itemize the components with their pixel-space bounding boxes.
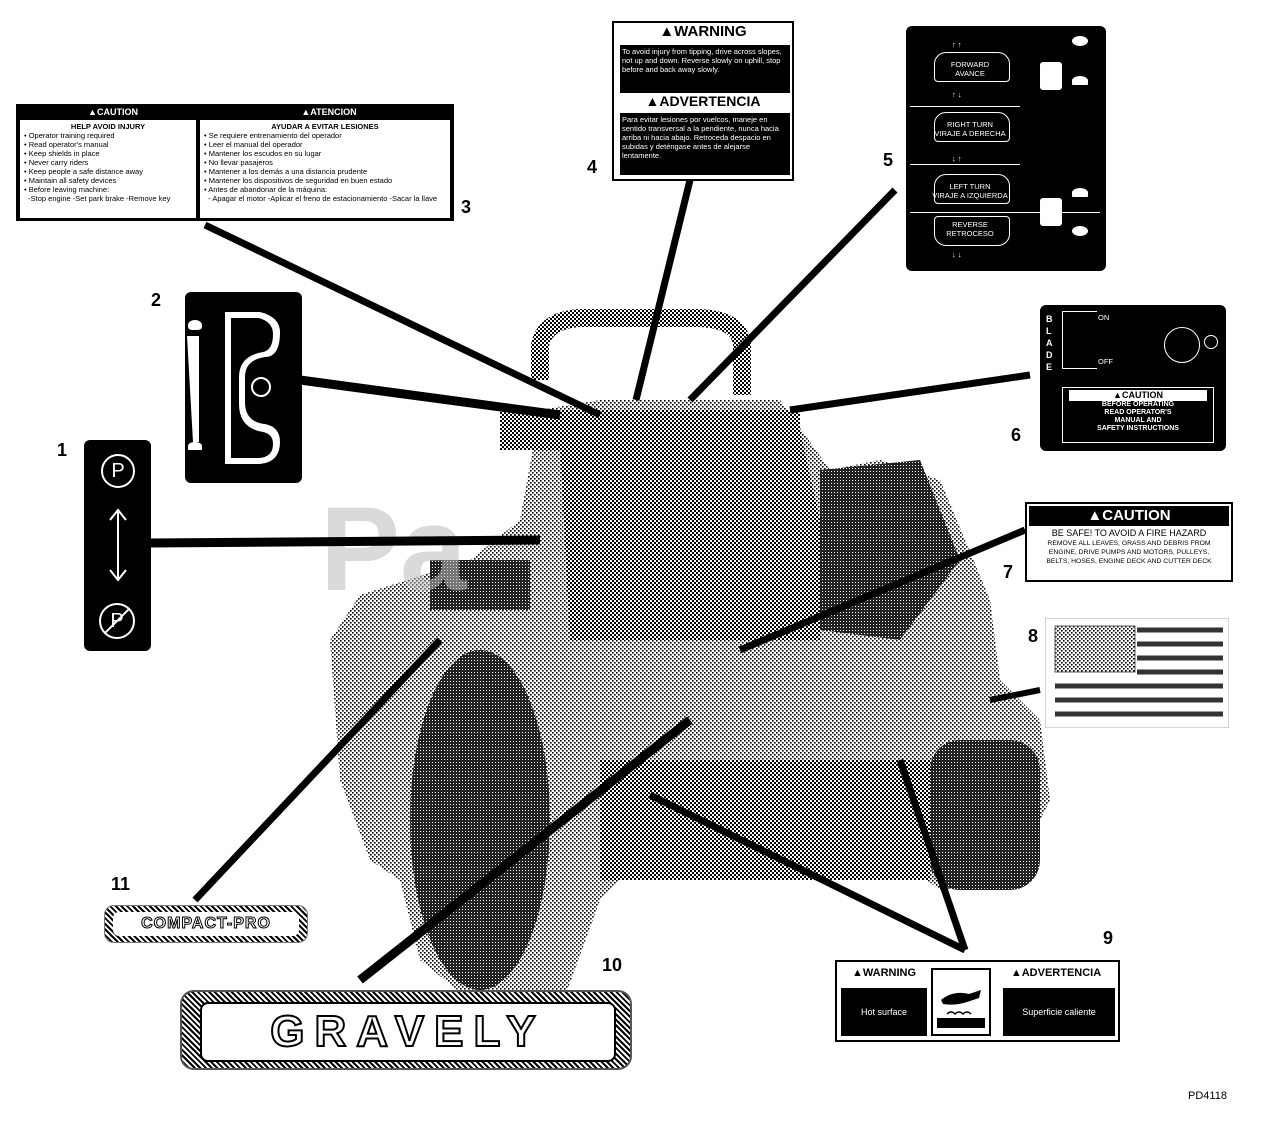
callout-2: 2 <box>151 290 162 310</box>
atencion-title: AYUDAR A EVITAR LESIONES <box>271 122 379 131</box>
decal-brand: GRAVELY <box>180 990 632 1070</box>
atencion-header: ▲ATENCION <box>301 107 357 117</box>
blade-caution-header: ▲CAUTION <box>1069 390 1207 401</box>
atencion-bullets: • Se requiere entrenamiento del operador… <box>204 131 438 203</box>
caution-bullets-left: • Operator training required • Read oper… <box>24 131 171 203</box>
hot-hand-icon <box>931 968 991 1036</box>
rabbit-icon <box>1072 226 1088 236</box>
callout-6: 6 <box>1011 425 1022 445</box>
lever-forward-icon <box>1040 62 1062 90</box>
hot-advertencia-header: ▲ADVERTENCIA <box>1010 967 1102 979</box>
hot-warning-header: ▲WARNING <box>851 967 917 979</box>
callout-1: 1 <box>57 440 68 460</box>
decal-throttle <box>185 292 302 483</box>
blade-on-label: ON <box>1098 313 1110 322</box>
decal-caution-atencion: ▲CAUTION ▲ATENCION HELP AVOID INJURY • O… <box>16 104 454 221</box>
caution-header-left: ▲CAUTION <box>88 107 138 117</box>
callout-10: 10 <box>602 955 623 975</box>
decal-us-flag <box>1045 618 1229 728</box>
fire-lines: REMOVE ALL LEAVES, GRASS AND DEBRIS FROM… <box>1046 540 1212 565</box>
advertencia-text: Para evitar lesiones por vuelcos, maneje… <box>620 113 790 175</box>
brand-text: GRAVELY <box>269 1006 546 1057</box>
advertencia-header: ▲ADVERTENCIA <box>645 93 761 109</box>
callout-3: 3 <box>461 197 472 217</box>
park-symbol: P <box>111 460 125 482</box>
ignition-key-icon <box>1164 327 1200 363</box>
turtle-icon <box>188 442 202 450</box>
turtle-icon <box>1072 188 1088 197</box>
callout-5: 5 <box>883 150 894 170</box>
model-text: COMPACT-PRO <box>141 915 271 933</box>
callout-11: 11 <box>111 874 131 894</box>
warning-text: To avoid injury from tipping, drive acro… <box>620 45 790 93</box>
warning-header: ▲WARNING <box>659 23 747 40</box>
rabbit-icon <box>1072 36 1088 46</box>
rabbit-icon <box>188 320 202 330</box>
decal-hot-surface: ▲WARNING Hot surface ▲ADVERTENCIA Superf… <box>835 960 1120 1042</box>
watermark-text: Pa <box>320 482 468 616</box>
lever-reverse-icon <box>1040 198 1062 226</box>
decal-model: COMPACT-PRO <box>104 905 308 943</box>
turtle-icon <box>1072 76 1088 85</box>
decal-fire-hazard: ▲CAUTION BE SAFE! TO AVOID A FIRE HAZARD… <box>1025 502 1233 582</box>
fire-caution-header: ▲CAUTION <box>1029 506 1229 526</box>
callout-7: 7 <box>1003 562 1014 582</box>
up-down-arrow-icon <box>109 508 127 582</box>
decal-park-brake: P P <box>84 440 151 651</box>
atencion-panel-right: AYUDAR A EVITAR LESIONES • Se requiere e… <box>200 120 450 218</box>
callout-9: 9 <box>1103 928 1114 948</box>
blade-off-label: OFF <box>1098 357 1113 366</box>
park-icon: P <box>101 454 135 488</box>
callout-4: 4 <box>587 157 598 177</box>
decal-warning-advertencia: ▲WARNING To avoid injury from tipping, d… <box>612 21 794 181</box>
diagram-id: PD4118 <box>1188 1090 1227 1102</box>
fire-subtitle: BE SAFE! TO AVOID A FIRE HAZARD <box>1051 528 1207 538</box>
caution-title-left: HELP AVOID INJURY <box>70 122 146 131</box>
hot-warning-text: Hot surface <box>841 988 927 1036</box>
hot-advertencia-text: Superficie caliente <box>1003 988 1115 1036</box>
caution-panel-left: HELP AVOID INJURY • Operator training re… <box>20 120 196 218</box>
ignition-start-icon <box>1204 335 1218 349</box>
blade-switch-slot <box>1062 311 1097 369</box>
callout-8: 8 <box>1028 626 1039 646</box>
park-release-icon: P <box>99 603 135 639</box>
throttle-graphic <box>187 312 280 464</box>
